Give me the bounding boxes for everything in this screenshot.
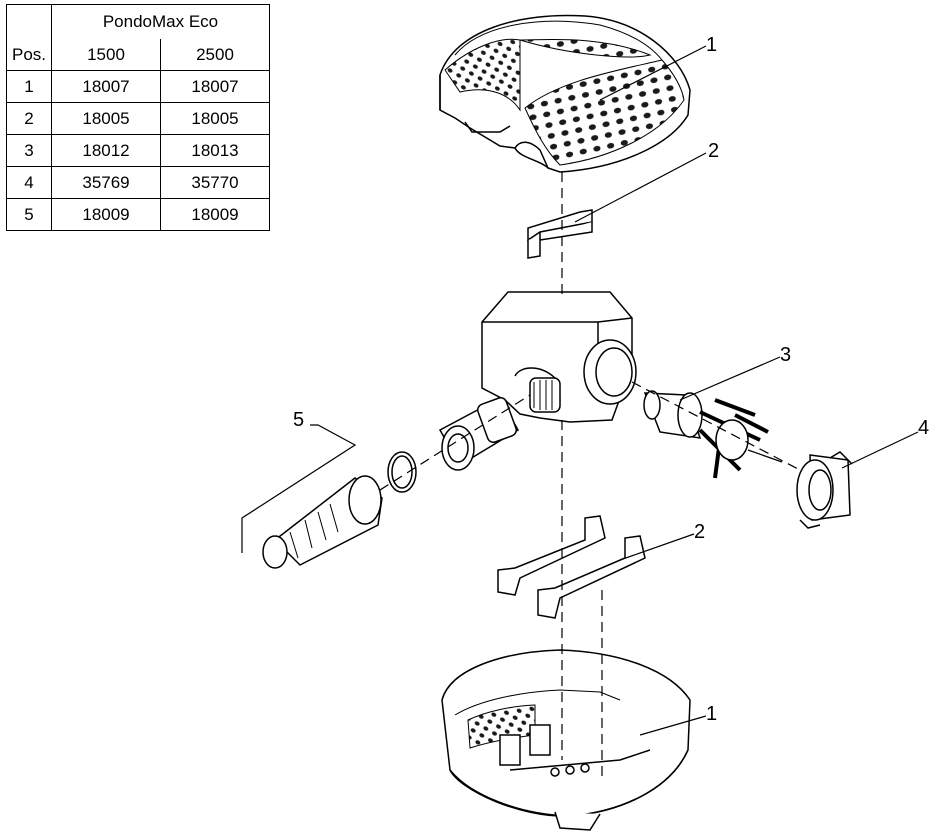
variant-1500-header: 1500 <box>51 39 161 71</box>
part-number-2500: 18009 <box>160 198 270 231</box>
spare-parts-table: PondoMax Eco Pos. 1500 2500 1 18007 1800… <box>6 4 270 231</box>
end-cap <box>796 451 853 529</box>
part-number-2500: 18013 <box>160 134 270 167</box>
callout-2-top: 2 <box>708 140 719 162</box>
table-header-row-model: PondoMax Eco <box>6 4 270 39</box>
table-header-blank <box>6 4 52 39</box>
pos-cell: 2 <box>6 102 52 135</box>
callout-5: 5 <box>293 409 304 431</box>
part-number-1500: 18009 <box>51 198 161 231</box>
part-number-1500: 18007 <box>51 70 161 103</box>
part-number-2500: 18005 <box>160 102 270 135</box>
part-number-1500: 35769 <box>51 166 161 199</box>
table-row: 2 18005 18005 <box>6 102 270 135</box>
model-header: PondoMax Eco <box>51 4 270 39</box>
top-clip <box>527 209 593 259</box>
part-number-1500: 18005 <box>51 102 161 135</box>
pos-cell: 4 <box>6 166 52 199</box>
bottom-clips <box>497 515 646 619</box>
callout-3: 3 <box>780 344 791 366</box>
pos-cell: 1 <box>6 70 52 103</box>
table-row: 1 18007 18007 <box>6 70 270 103</box>
table-row: 5 18009 18009 <box>6 198 270 231</box>
pos-cell: 5 <box>6 198 52 231</box>
callout-leaders <box>241 45 919 736</box>
callout-4: 4 <box>918 417 929 439</box>
hose-adapter-set <box>262 396 520 569</box>
part-number-1500: 18012 <box>51 134 161 167</box>
callout-2-bottom: 2 <box>694 521 705 543</box>
part-number-2500: 18007 <box>160 70 270 103</box>
table-row: 3 18012 18013 <box>6 134 270 167</box>
bottom-filter-cover <box>441 649 691 831</box>
top-filter-cover <box>439 14 691 173</box>
assembly-guide-lines <box>379 172 801 780</box>
callout-1-top: 1 <box>706 34 717 56</box>
rotor-assembly <box>643 390 783 479</box>
callout-1-bottom: 1 <box>706 703 717 725</box>
table-header-row-variants: Pos. 1500 2500 <box>6 39 270 71</box>
pump-motor-body <box>481 291 637 423</box>
table-row: 4 35769 35770 <box>6 166 270 199</box>
